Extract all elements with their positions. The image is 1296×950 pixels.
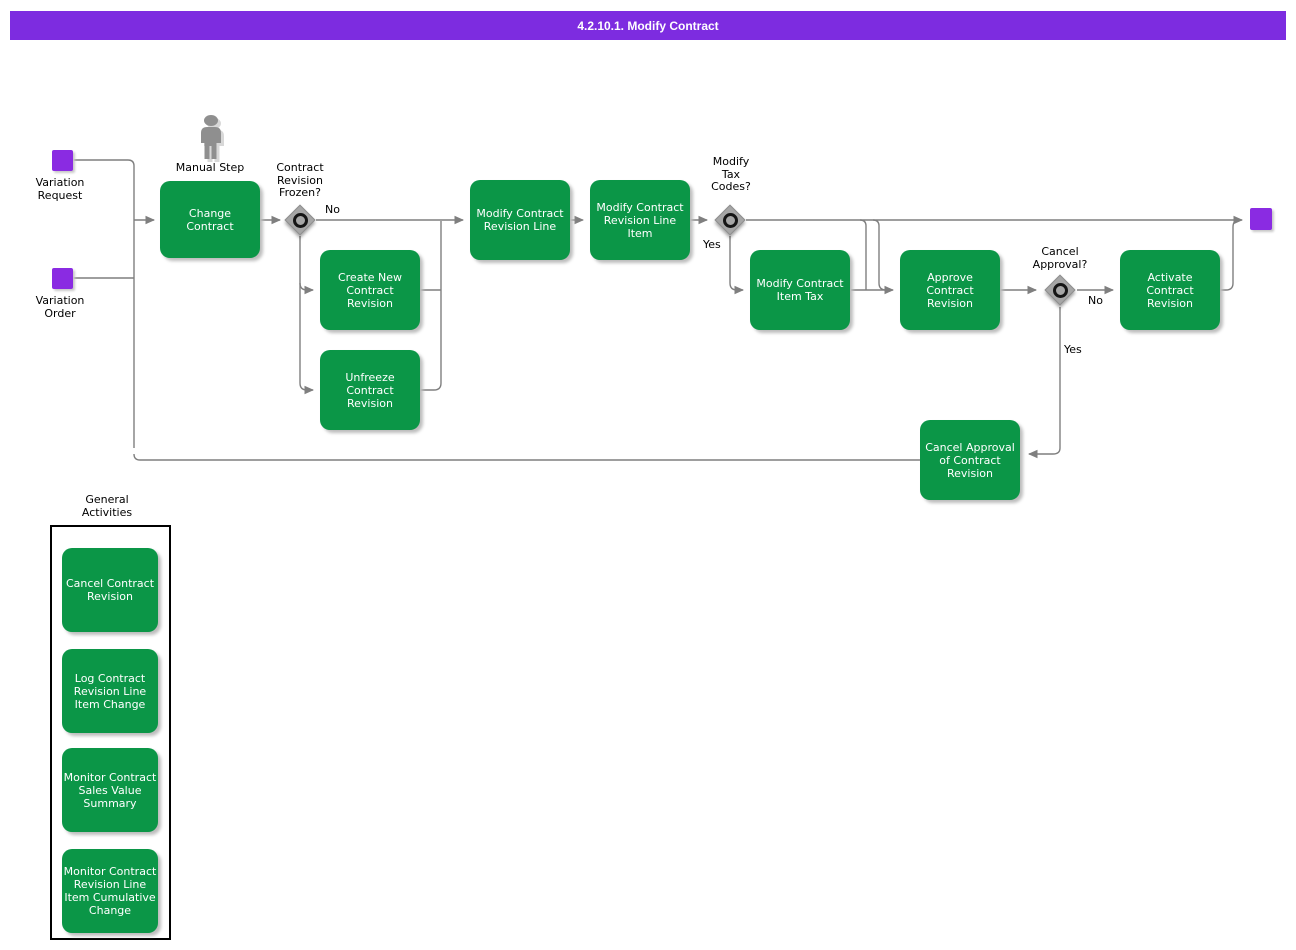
edge-frozen-down	[299, 236, 314, 395]
decision-label-contract-revision-frozen: Contract Revision Frozen?	[276, 161, 324, 199]
activity-modify-contract-revision-line[interactable]: Modify Contract Revision Line	[470, 180, 570, 260]
decision-ring-icon	[1052, 282, 1068, 298]
edge-variation-request	[72, 159, 135, 448]
activity-unfreeze-contract-revision[interactable]: Unfreeze Contract Revision	[320, 350, 420, 430]
decision-label-cancel-approval: Cancel Approval?	[1032, 245, 1088, 271]
variation-order-label: Variation Order	[35, 294, 85, 320]
decision-contract-revision-frozen[interactable]	[284, 204, 316, 236]
activity-cancel-approval-of-contract-revision[interactable]: Cancel Approval of Contract Revision	[920, 420, 1020, 500]
decision-ring-icon	[722, 212, 738, 228]
end-event[interactable]	[1250, 208, 1272, 230]
variation-request-label: Variation Request	[35, 176, 85, 202]
start-event-variation-order[interactable]	[52, 268, 73, 289]
edge-label-taxcodes-yes: Yes	[703, 238, 721, 251]
decision-label-modify-tax-codes: Modify Tax Codes?	[711, 155, 751, 193]
start-event-variation-request[interactable]	[52, 150, 73, 171]
manual-step-label: Manual Step	[175, 161, 245, 174]
page-title: 4.2.10.1. Modify Contract	[577, 18, 719, 33]
edge-feedback-cancel-approval	[133, 453, 920, 461]
activity-approve-contract-revision[interactable]: Approve Contract Revision	[900, 250, 1000, 330]
title-bar: 4.2.10.1. Modify Contract	[10, 11, 1286, 40]
activity-activate-contract-revision[interactable]: Activate Contract Revision	[1120, 250, 1220, 330]
edge-channel-right	[872, 219, 887, 291]
activity-change-contract[interactable]: Change Contract	[160, 181, 260, 258]
edge-label-cancel-approval-no: No	[1088, 294, 1103, 307]
decision-cancel-approval[interactable]	[1044, 274, 1076, 306]
edge-channel-left	[859, 219, 867, 290]
activity-create-new-contract-revision[interactable]: Create New Contract Revision	[320, 250, 420, 330]
activity-cancel-contract-revision[interactable]: Cancel Contract Revision	[62, 548, 158, 632]
edge-cancelq-yes	[1028, 307, 1061, 459]
decision-ring-icon	[292, 212, 308, 228]
decision-modify-tax-codes[interactable]	[714, 204, 746, 236]
edge-to-create-new	[299, 282, 314, 295]
edge-activate-out	[1220, 219, 1241, 291]
activity-modify-contract-item-tax[interactable]: Modify Contract Item Tax	[750, 250, 850, 330]
edge-label-cancel-approval-yes: Yes	[1064, 343, 1082, 356]
activity-monitor-contract-revision-line-item-cumulative-change[interactable]: Monitor Contract Revision Line Item Cumu…	[62, 849, 158, 933]
manual-step-person-icon	[201, 115, 224, 162]
edge-label-frozen-no: No	[325, 203, 340, 216]
general-activities-header: General Activities	[81, 493, 133, 519]
edge-unfreeze-out	[420, 221, 442, 391]
edge-taxcodes-yes	[729, 236, 744, 295]
activity-modify-contract-revision-line-item[interactable]: Modify Contract Revision Line Item	[590, 180, 690, 260]
activity-log-contract-revision-line-item-change[interactable]: Log Contract Revision Line Item Change	[62, 649, 158, 733]
activity-monitor-contract-sales-value-summary[interactable]: Monitor Contract Sales Value Summary	[62, 748, 158, 832]
